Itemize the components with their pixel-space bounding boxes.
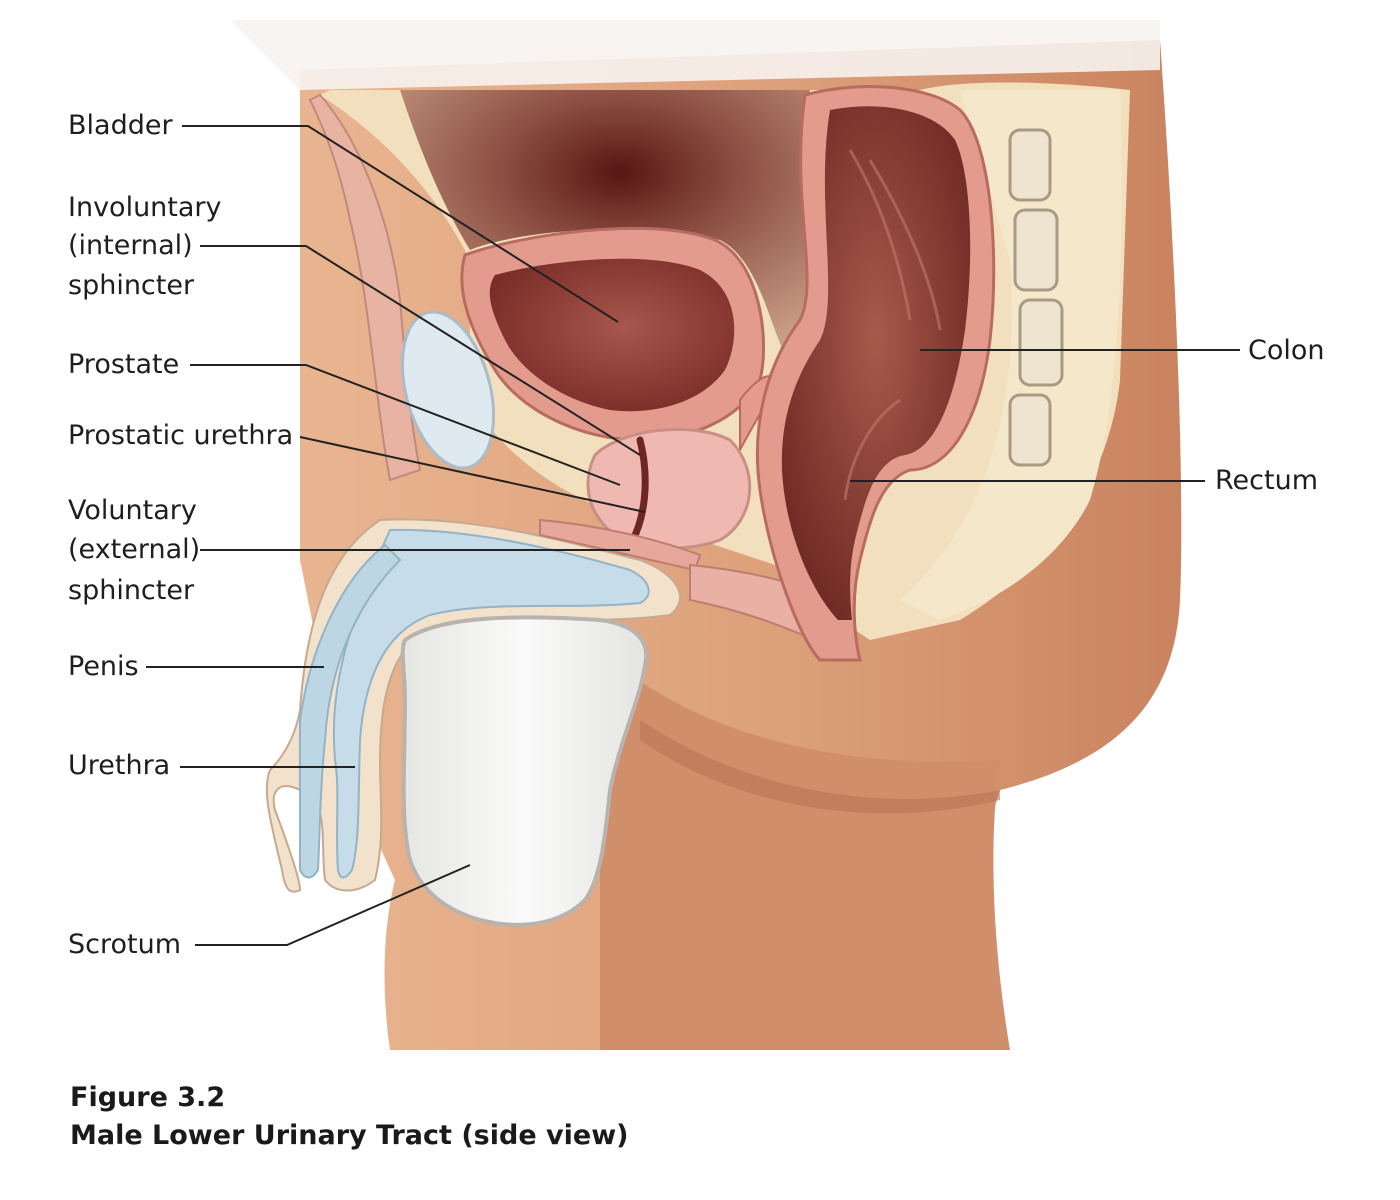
label-voluntary-line1: Voluntary [68, 495, 197, 526]
leader-prostatic-urethra [299, 436, 646, 513]
label-colon: Colon [1248, 335, 1325, 366]
leader-bladder [182, 125, 619, 323]
label-voluntary-line2: (external) [68, 534, 201, 565]
spine [1008, 128, 1064, 467]
label-prostate: Prostate [68, 349, 180, 380]
label-involuntary-line3: sphincter [68, 270, 195, 301]
abdominal-wall [308, 93, 422, 482]
label-involuntary-line1: Involuntary [68, 192, 222, 223]
leader-lines [146, 125, 1240, 946]
label-prostatic-urethra: Prostatic urethra [68, 420, 294, 451]
label-involuntary-line2: (internal) [68, 230, 193, 261]
label-voluntary-line3: sphincter [68, 575, 195, 606]
scrotum [400, 615, 649, 927]
leader-prostate [190, 364, 621, 486]
bladder [460, 226, 766, 442]
colon-rectum [755, 85, 996, 662]
figure-title: Male Lower Urinary Tract (side view) [70, 1120, 629, 1151]
penis [265, 518, 681, 893]
label-rectum: Rectum [1215, 465, 1319, 496]
label-penis: Penis [68, 651, 139, 682]
leader-scrotum [195, 864, 471, 946]
label-urethra: Urethra [68, 750, 171, 781]
leader-involuntary-sphincter [200, 245, 641, 456]
figure-number: Figure 3.2 [70, 1082, 226, 1113]
label-scrotum: Scrotum [68, 929, 182, 960]
label-bladder: Bladder [68, 110, 173, 141]
